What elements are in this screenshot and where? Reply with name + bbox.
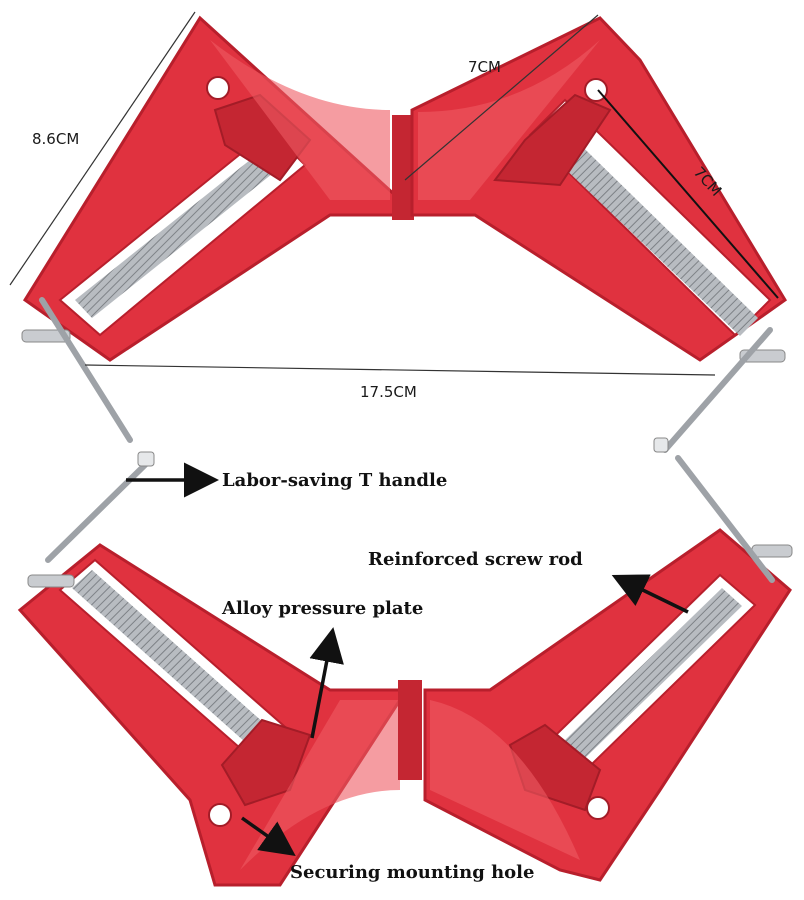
- jaw-width-top-label: 7CM: [468, 58, 501, 76]
- top-left-arm: [22, 15, 397, 362]
- top-clamp: [21, 15, 788, 453]
- bottom-right-arm: [423, 528, 792, 882]
- mounting-hole-callout: Securing mounting hole: [290, 862, 534, 883]
- bottom-right-t-handle-icon: [675, 455, 793, 583]
- screw-rod-callout: Reinforced screw rod: [368, 549, 583, 570]
- top-corner-block: [392, 115, 414, 220]
- callout-arrows: [126, 462, 689, 857]
- bottom-corner-block: [398, 680, 422, 780]
- pressure-plate-callout: Alloy pressure plate: [221, 598, 423, 619]
- mounting-hole-icon: [586, 796, 610, 820]
- bottom-left-arm: [17, 543, 402, 887]
- mounting-hole-icon: [208, 803, 232, 827]
- arm-length-label: 8.6CM: [32, 130, 79, 148]
- dimension-lines: [9, 11, 779, 376]
- mounting-hole-icon: [206, 76, 230, 100]
- top-right-t-handle-icon: [653, 327, 786, 453]
- t-handle-callout: Labor-saving T handle: [222, 470, 447, 491]
- top-left-t-handle-icon: [21, 297, 133, 443]
- span-label: 17.5CM: [360, 383, 417, 401]
- top-right-arm: [410, 16, 788, 362]
- bottom-clamp: [17, 451, 793, 887]
